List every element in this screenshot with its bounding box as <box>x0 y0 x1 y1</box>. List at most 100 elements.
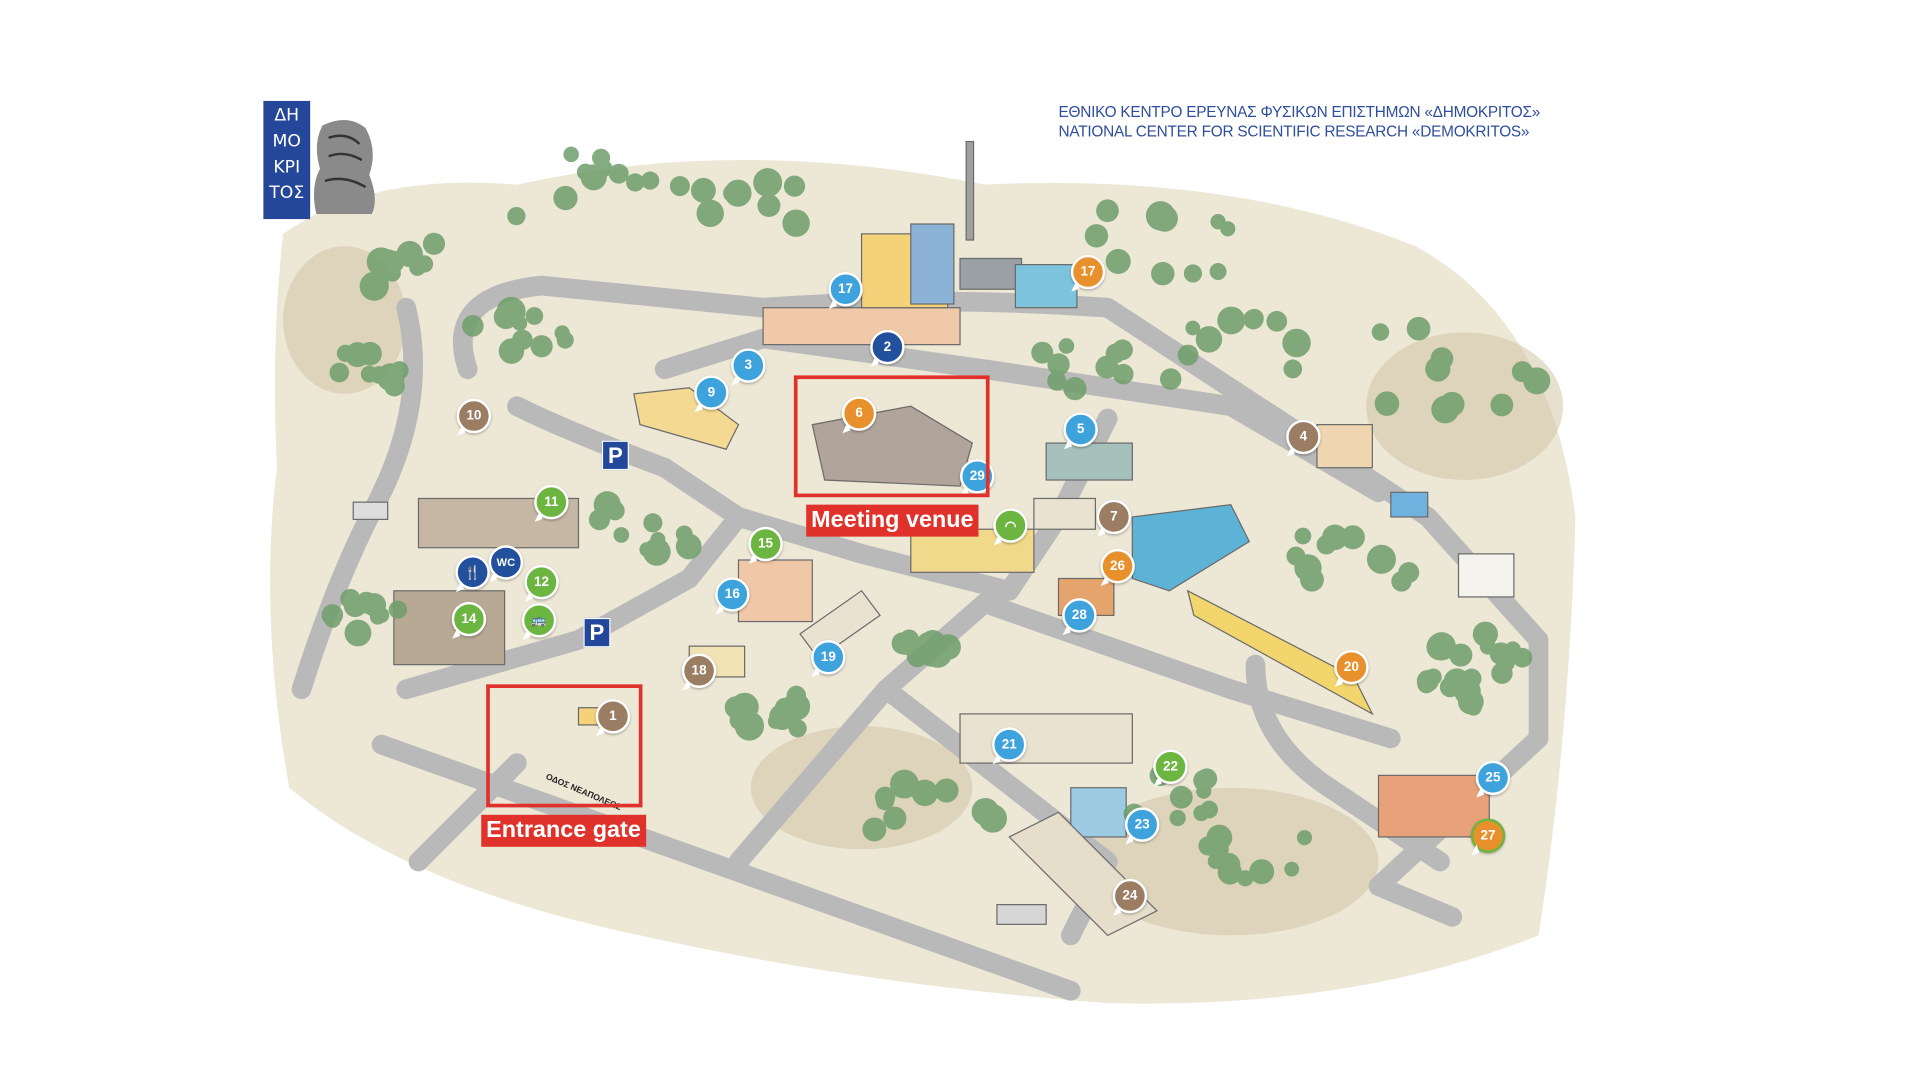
marker-22[interactable]: 22 <box>1153 749 1188 785</box>
marker-26[interactable]: 26 <box>1100 548 1135 584</box>
tree-icon <box>1284 861 1300 877</box>
tree-icon <box>343 594 367 618</box>
tree-icon <box>1177 344 1199 366</box>
tree-icon <box>753 168 783 198</box>
tree-icon <box>1266 310 1288 332</box>
tree-icon <box>1031 341 1054 364</box>
tree-icon <box>608 163 629 184</box>
tree-icon <box>783 175 806 197</box>
marker-19[interactable]: 19 <box>811 640 846 675</box>
tree-icon <box>1185 320 1201 336</box>
marker-21[interactable]: 21 <box>992 727 1027 762</box>
logo-line: ΔΗ <box>274 105 300 126</box>
tree-icon <box>605 500 625 521</box>
tree-icon <box>613 527 630 543</box>
meeting-venue-highlight <box>793 375 990 498</box>
marker-24[interactable]: 24 <box>1112 878 1148 914</box>
marker-23[interactable]: 23 <box>1124 807 1160 842</box>
marker-6[interactable]: 6 <box>841 396 877 431</box>
title-greek: ΕΘΝΙΚΟ ΚΕΝΤΡΟ ΕΡΕΥΝΑΣ ΦΥΣΙΚΩΝ ΕΠΙΣΤΗΜΩΝ … <box>1058 103 1541 121</box>
tree-icon <box>1427 632 1456 661</box>
title-english: NATIONAL CENTER FOR SCIENTIFIC RESEARCH … <box>1058 123 1530 141</box>
entrance-gate-label: Entrance gate <box>481 814 646 847</box>
tree-icon <box>1316 535 1337 555</box>
marker-10[interactable]: 10 <box>456 398 492 434</box>
marker-14[interactable]: 14 <box>451 601 487 637</box>
tree-icon <box>639 542 655 558</box>
tree-icon <box>1523 367 1551 395</box>
tree-icon <box>1243 309 1264 330</box>
marker-11[interactable]: 11 <box>534 484 569 520</box>
tree-icon <box>1371 323 1390 341</box>
restaurant-icon[interactable]: 🍴 <box>455 555 490 590</box>
tree-icon <box>344 619 372 647</box>
tree-icon <box>553 185 578 211</box>
tree-icon <box>1374 391 1400 416</box>
tree-icon <box>1416 669 1439 692</box>
tree-icon <box>1465 699 1482 716</box>
marker-17[interactable]: 17 <box>1070 254 1106 290</box>
marker-16[interactable]: 16 <box>715 577 750 612</box>
tree-icon <box>1294 527 1312 545</box>
tree-icon <box>669 176 690 197</box>
tree-icon <box>388 600 408 619</box>
tree-icon <box>1217 306 1246 335</box>
tree-icon <box>329 362 350 383</box>
tree-icon <box>1112 339 1133 361</box>
tree-icon <box>1340 525 1365 550</box>
wc-icon[interactable]: WC <box>488 545 524 580</box>
marker-18[interactable]: 18 <box>681 653 717 689</box>
tree-icon <box>788 719 807 738</box>
tree-icon <box>643 513 663 533</box>
tree-icon <box>734 711 765 741</box>
marker-4[interactable]: 4 <box>1286 419 1321 455</box>
marker-25[interactable]: 25 <box>1475 760 1511 796</box>
marker-2[interactable]: 2 <box>870 329 905 365</box>
marker-12[interactable]: 12 <box>524 564 559 600</box>
tree-icon <box>1207 853 1223 869</box>
tree-icon <box>1299 567 1324 592</box>
tree-icon <box>1047 371 1067 391</box>
tree-icon <box>1063 377 1087 401</box>
tree-icon <box>1479 638 1496 655</box>
tree-icon <box>1249 859 1275 885</box>
tree-icon <box>1096 199 1119 223</box>
trees <box>321 146 1551 887</box>
tree-icon <box>1095 355 1119 379</box>
parking-icon: P <box>601 440 629 471</box>
marker-3[interactable]: 3 <box>731 348 766 383</box>
tree-icon <box>580 164 607 191</box>
tree-icon <box>757 194 781 218</box>
marker-7[interactable]: 7 <box>1096 499 1132 535</box>
marker-15[interactable]: 15 <box>748 526 783 562</box>
tree-icon <box>675 525 693 543</box>
democritus-bust-icon <box>313 119 375 215</box>
marker-27[interactable]: 27 <box>1470 818 1506 853</box>
tree-icon <box>1193 805 1210 822</box>
marker-9[interactable]: 9 <box>694 375 729 410</box>
demokritos-logo: ΔΗ ΜΟ ΚΡΙ ΤΟΣ <box>263 100 311 220</box>
tree-icon <box>1491 662 1513 684</box>
tree-icon <box>1398 562 1420 583</box>
tree-icon <box>1406 316 1431 341</box>
logo-line: ΜΟ <box>272 131 301 152</box>
marker-1[interactable]: 1 <box>595 699 631 734</box>
tree-icon <box>1084 224 1109 248</box>
tree-icon <box>1439 676 1461 698</box>
entrance-gate-highlight <box>486 684 643 808</box>
tree-icon <box>1296 830 1313 846</box>
tree-icon <box>1237 870 1254 887</box>
marker-28[interactable]: 28 <box>1062 598 1097 633</box>
tree-icon <box>1366 544 1396 574</box>
meeting-venue-label: Meeting venue <box>806 504 979 537</box>
wifi-icon[interactable]: ◠ <box>993 508 1028 543</box>
tree-icon <box>1183 264 1203 283</box>
marker-20[interactable]: 20 <box>1334 649 1369 685</box>
tree-icon <box>1169 809 1186 827</box>
marker-17[interactable]: 17 <box>828 272 863 307</box>
bus-icon[interactable]: 🚌 <box>521 603 557 638</box>
marker-5[interactable]: 5 <box>1063 412 1098 447</box>
tree-icon <box>1105 248 1131 274</box>
tree-icon <box>359 344 377 362</box>
tree-icon <box>1159 368 1182 390</box>
